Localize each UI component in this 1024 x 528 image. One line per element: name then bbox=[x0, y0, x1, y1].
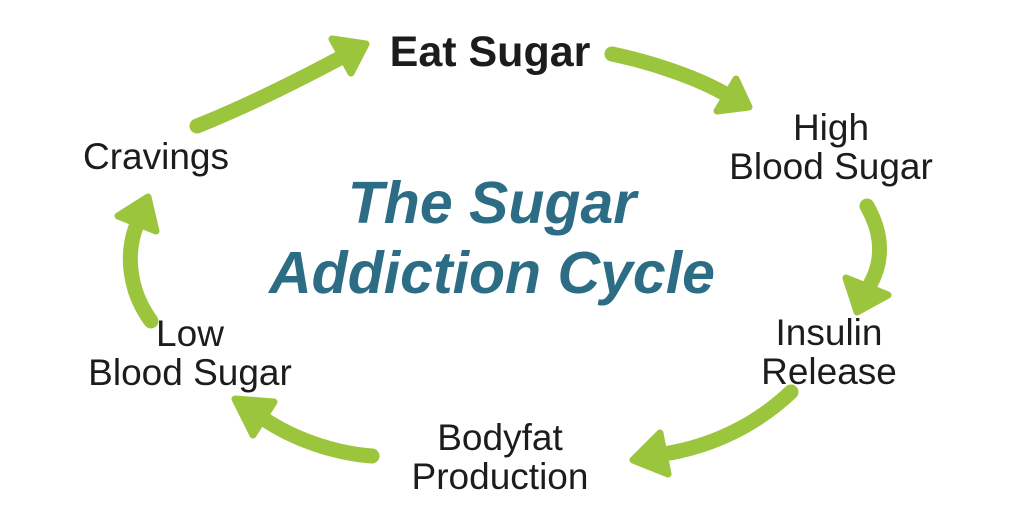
node-label: Eat Sugar bbox=[389, 28, 591, 76]
arrow-bodyfat-production-to-low-blood-sugar-icon bbox=[231, 395, 380, 464]
node-high-blood-sugar: High Blood Sugar bbox=[729, 107, 933, 188]
node-label: Blood Sugar bbox=[729, 146, 933, 188]
diagram-title-line2: Addiction Cycle bbox=[269, 240, 715, 307]
arrow-low-blood-sugar-to-cravings-icon bbox=[114, 193, 160, 329]
node-label: Cravings bbox=[83, 136, 229, 177]
node-label: Release bbox=[761, 351, 897, 393]
node-insulin-release: Insulin Release bbox=[761, 312, 897, 393]
node-cravings: Cravings bbox=[83, 137, 229, 176]
node-label: Low bbox=[156, 313, 224, 354]
node-label: Bodyfat bbox=[437, 417, 563, 458]
node-eat-sugar: Eat Sugar bbox=[389, 28, 591, 76]
node-label: High bbox=[792, 107, 870, 148]
node-label: Blood Sugar bbox=[88, 352, 292, 394]
diagram-title: The Sugar Addiction Cycle bbox=[269, 168, 715, 308]
node-label: Production bbox=[411, 456, 589, 498]
node-bodyfat-production: Bodyfat Production bbox=[411, 417, 589, 498]
node-label: Insulin bbox=[775, 312, 883, 353]
arrow-high-blood-sugar-to-insulin-release-icon bbox=[842, 198, 892, 316]
diagram-title-line1: The Sugar bbox=[347, 170, 637, 236]
node-low-blood-sugar: Low Blood Sugar bbox=[88, 313, 292, 394]
arrow-cravings-to-eat-sugar-icon bbox=[189, 35, 370, 134]
arrow-eat-sugar-to-high-blood-sugar-icon bbox=[604, 46, 753, 115]
arrow-insulin-release-to-bodyfat-production-icon bbox=[629, 384, 799, 478]
